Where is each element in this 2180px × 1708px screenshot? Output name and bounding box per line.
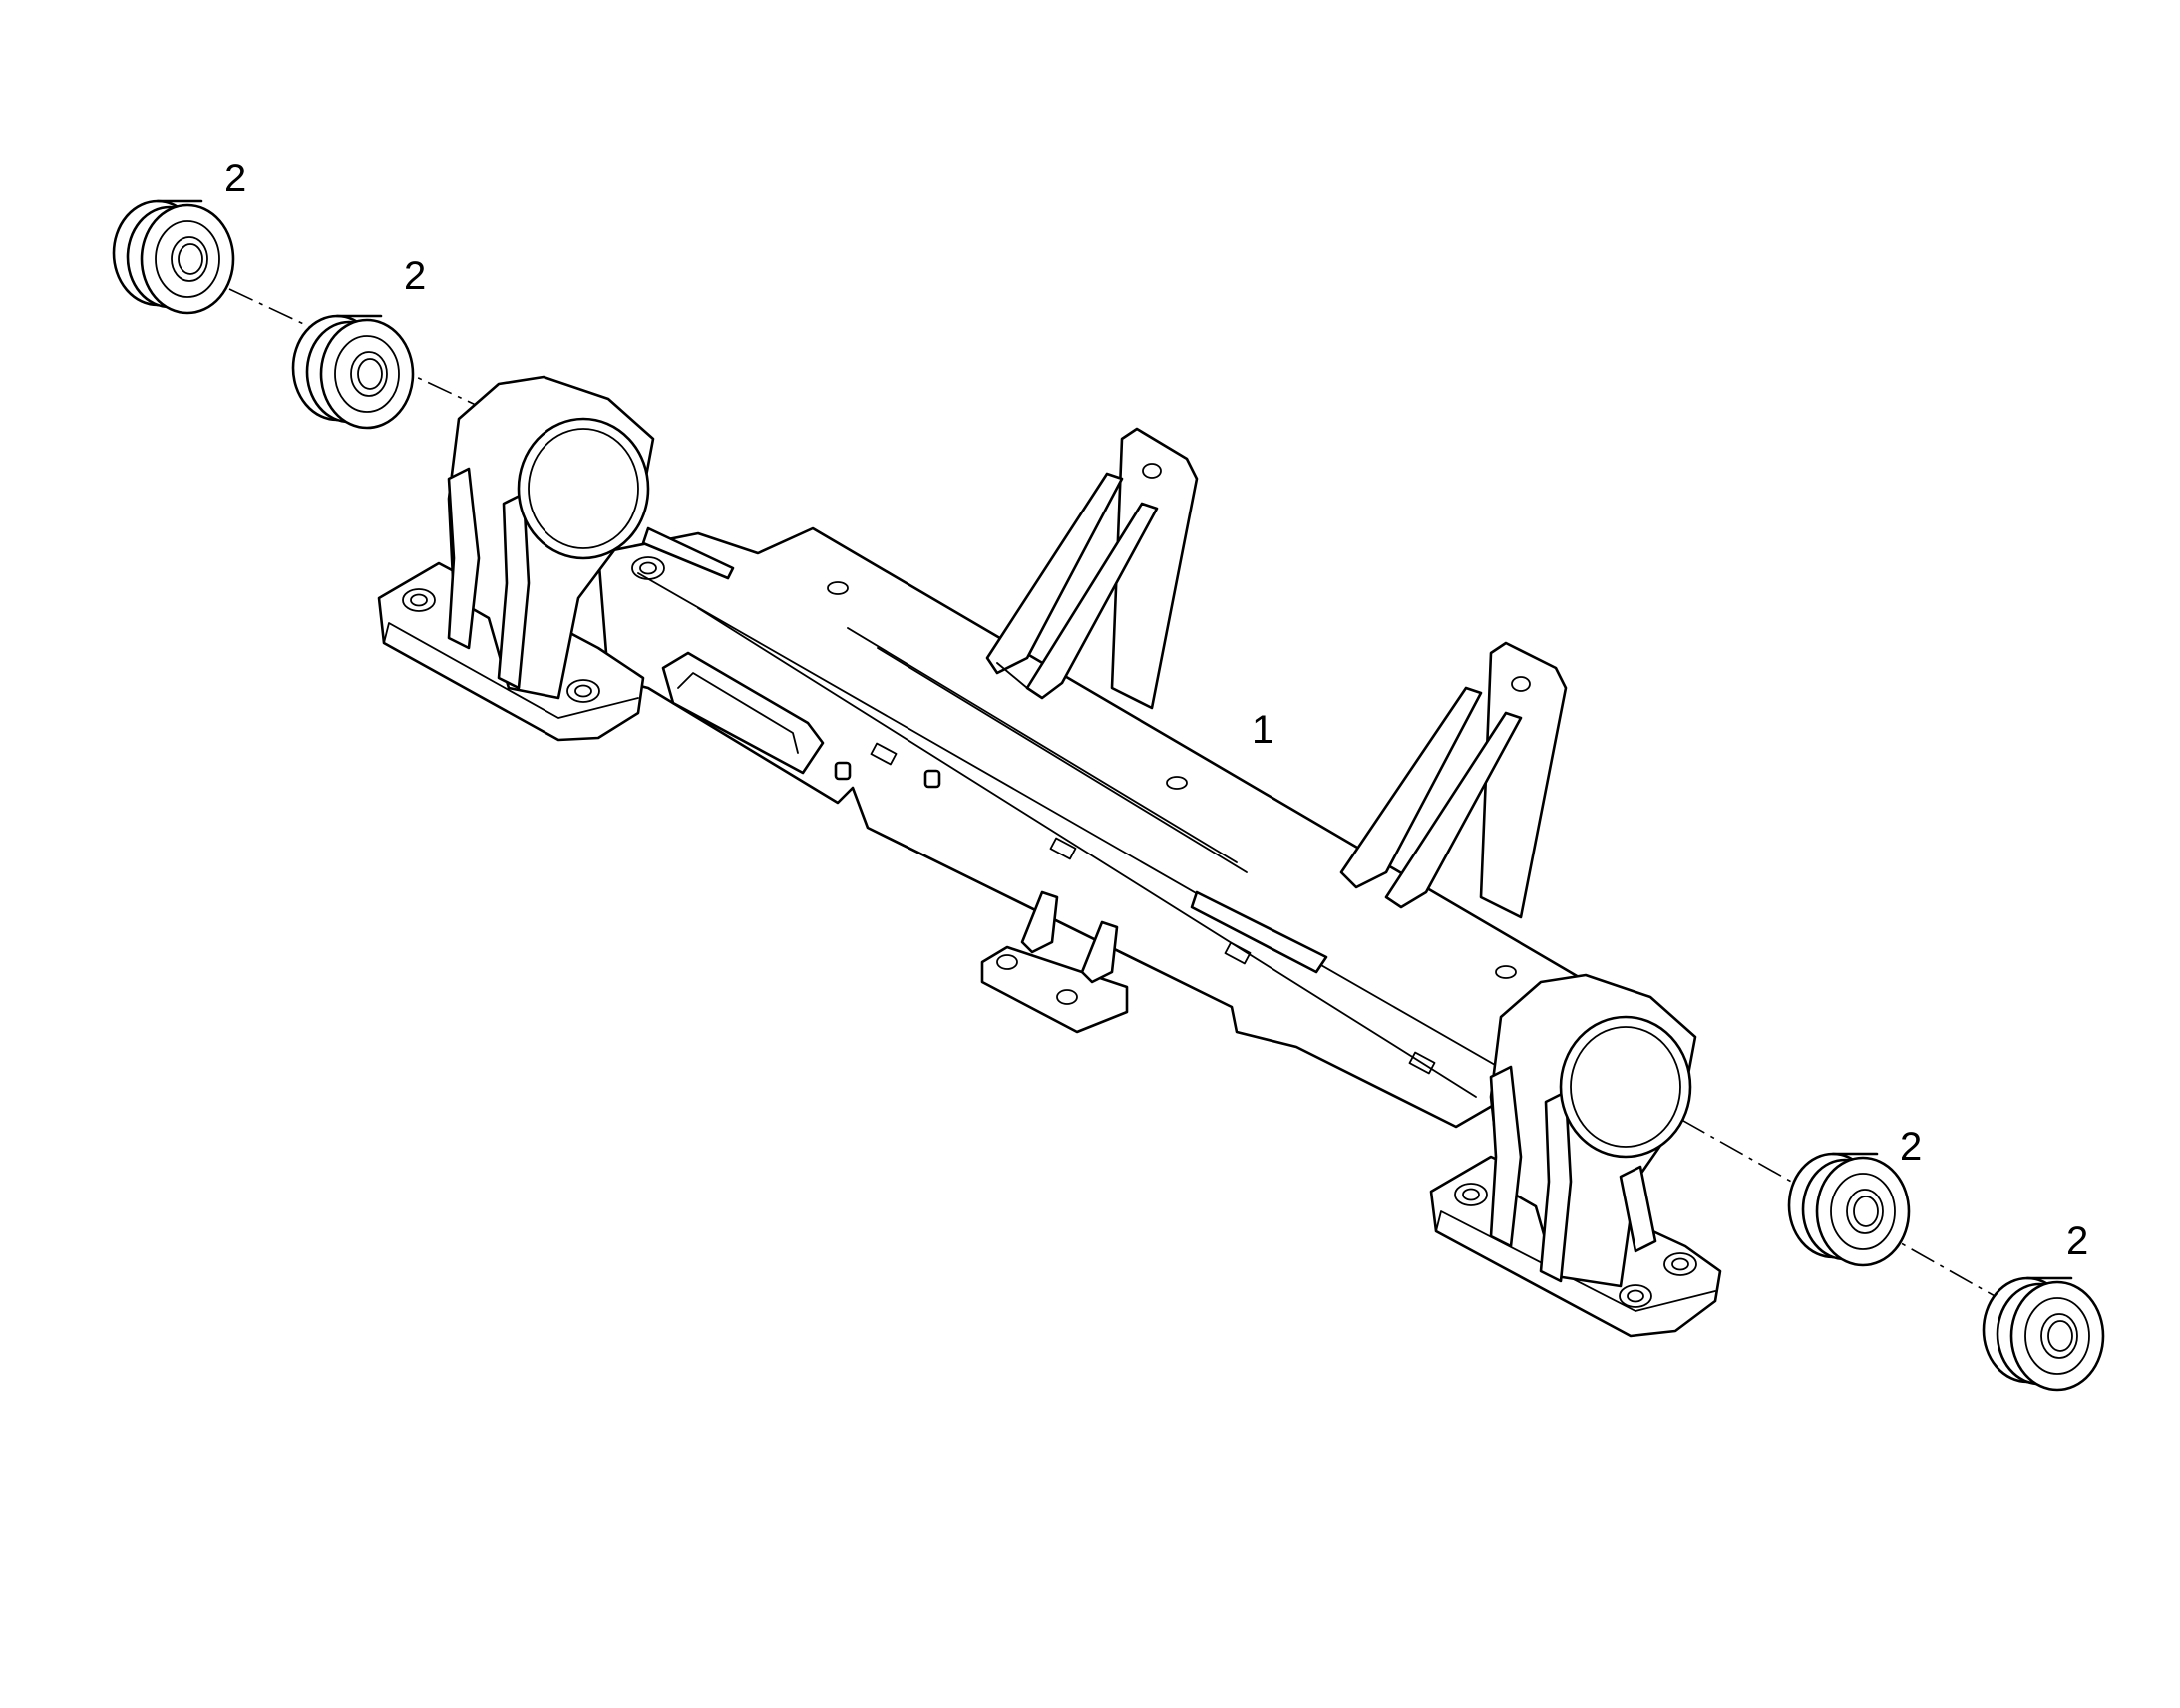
frame-assembly [377, 375, 1722, 1338]
bushing-outer-right [1982, 1276, 2105, 1392]
callout-bushing-inner-left: 2 [404, 254, 426, 298]
bushing-outer-left [112, 199, 235, 315]
callout-bushing-inner-right: 2 [1900, 1125, 1922, 1169]
callout-bushing-outer-right: 2 [2066, 1219, 2088, 1263]
bushing-inner-left [291, 314, 415, 430]
bracket-left-plate [1110, 427, 1199, 710]
beam-slot [661, 651, 825, 775]
clip-bracket [980, 945, 1129, 1034]
callout-frame: 1 [1252, 708, 1273, 752]
left-housing-bore [517, 417, 650, 560]
bracket-right-plate [1479, 641, 1568, 919]
beam-body [596, 526, 1603, 1129]
bushing-inner-right [1787, 1152, 1911, 1267]
callout-bushing-outer-left: 2 [224, 157, 246, 200]
right-housing-bore [1559, 1015, 1692, 1159]
beam-rib [1190, 890, 1328, 974]
